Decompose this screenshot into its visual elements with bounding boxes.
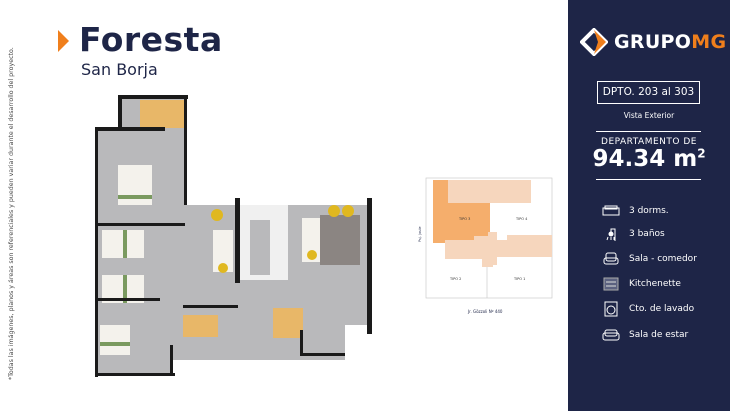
street-label: Jr. Gözzoli Nº 440 [467, 309, 503, 314]
floor-plan [95, 95, 372, 377]
divider [596, 131, 701, 132]
disclaimer: *Todas las imágenes, planos y áreas son … [8, 47, 15, 380]
dpto-box: DPTO. 203 al 303 [597, 81, 700, 104]
shower-icon [602, 227, 620, 241]
feature-label: Kitchenette [629, 279, 681, 289]
washing-machine-icon [602, 301, 620, 317]
arrow-icon [58, 30, 69, 52]
logo-text-1: GRUPO [614, 31, 692, 53]
logo-icon [580, 28, 608, 56]
project-title: Foresta [79, 20, 223, 59]
logo-text-2: MG [691, 31, 727, 53]
feature-item: Kitchenette [602, 277, 681, 291]
feature-item: 3 dorms. [602, 204, 669, 218]
feature-label: Sala - comedor [629, 254, 697, 264]
feature-label: Sala de estar [629, 330, 689, 340]
feature-label: 3 baños [629, 229, 665, 239]
sofa-icon [602, 328, 620, 342]
unit-label: TIPO 3 [458, 217, 470, 221]
area-label: DEPARTAMENTO DE [601, 137, 697, 147]
feature-item: 3 baños [602, 227, 665, 241]
feature-label: Cto. de lavado [629, 304, 695, 314]
view-label: Vista Exterior [623, 111, 675, 120]
project-district: San Borja [81, 60, 158, 79]
grupomg-logo: GRUPOMG [580, 28, 726, 56]
armchair-icon [602, 252, 620, 266]
unit-label: TIPO 2 [449, 277, 461, 281]
feature-label: 3 dorms. [629, 206, 669, 216]
area-sup: 2 [697, 146, 706, 161]
feature-item: Cto. de lavado [602, 301, 695, 317]
unit-label: TIPO 4 [515, 217, 528, 221]
unit-tipo-3 [433, 180, 490, 243]
divider [596, 179, 701, 180]
side-street-label: Psj. Joule [418, 226, 422, 242]
bed-icon [602, 204, 620, 218]
stove-icon [602, 277, 620, 291]
area-value: 94.34 m2 [568, 146, 730, 172]
unit-label: TIPO 1 [513, 277, 525, 281]
site-plan: TIPO 3 TIPO 4 TIPO 2 TIPO 1 Psj. Joule J… [418, 177, 553, 314]
info-panel: GRUPOMG DPTO. 203 al 303 Vista Exterior … [568, 0, 730, 411]
feature-item: Sala - comedor [602, 252, 697, 266]
feature-item: Sala de estar [602, 328, 688, 342]
area-number: 94.34 m [592, 146, 698, 172]
